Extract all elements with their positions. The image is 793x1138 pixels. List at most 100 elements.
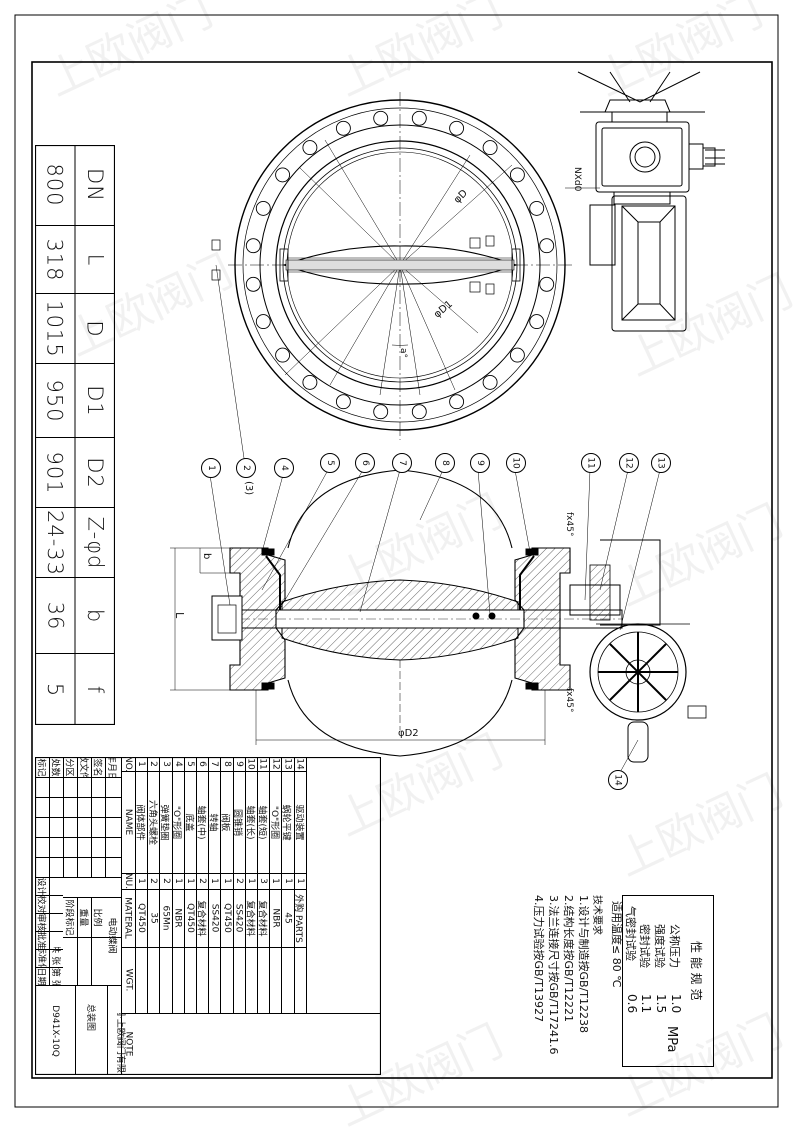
bom-item-qty: 1 xyxy=(245,878,256,884)
spec-row-1: 强度试验 xyxy=(653,924,666,968)
grid-line xyxy=(75,985,76,1075)
grid-line xyxy=(196,757,197,1013)
grid-line xyxy=(183,757,185,1013)
grid-line xyxy=(91,757,92,877)
grid-line xyxy=(35,817,121,818)
sign-row-label: 标准化 xyxy=(35,949,46,967)
bolt-hole xyxy=(529,200,545,216)
dimension-header: L xyxy=(82,253,107,267)
bom-item-qty: 1 xyxy=(294,878,305,884)
part-balloon: 10 xyxy=(506,453,526,473)
bom-item-no: 4 xyxy=(172,761,183,767)
bom-item-material: 外购 PARTS xyxy=(293,893,304,943)
bom-item-name: 轴套(中) xyxy=(196,804,206,840)
grid-line xyxy=(220,757,222,1013)
notes-line-3: 3.法兰连接尺寸按GB/T17241.6 xyxy=(547,895,560,1055)
dimension-header: b xyxy=(83,608,107,624)
sign-col-label: 签名 xyxy=(91,757,102,777)
grid-line xyxy=(91,897,92,985)
grid-line xyxy=(35,913,63,914)
bolt-hole xyxy=(449,394,465,410)
part-balloon: 5 xyxy=(320,453,340,473)
bom-item-material: 35 xyxy=(148,912,159,924)
sign-col-label: 分区 xyxy=(63,757,74,777)
grid-line xyxy=(305,757,307,1013)
part-balloon: 14 xyxy=(608,770,628,790)
dimension-header: D2 xyxy=(83,457,107,489)
dimension-header: D1 xyxy=(83,385,107,417)
dimension-value: 5 xyxy=(43,682,67,698)
bom-item-name: "O"形圈 xyxy=(269,805,279,839)
bolt-hole xyxy=(245,238,261,254)
dimension-header: f xyxy=(83,685,107,695)
sign-col-label: 处数 xyxy=(49,757,60,777)
grid-line xyxy=(35,967,63,968)
dimension-row: 950 D1 xyxy=(35,363,115,438)
bom-item-no: 14 xyxy=(294,758,305,770)
bom-item-no: 5 xyxy=(184,761,195,767)
balloon-3-label: (3) xyxy=(243,481,254,496)
bom-header: NAME xyxy=(123,808,133,836)
bolt-hole xyxy=(302,140,318,156)
bolt-hole xyxy=(509,347,525,363)
part-balloon: 4 xyxy=(274,458,294,478)
spec-block: 性 能 规 范 公称压力 强度试验 密封试验 气密封试验 1.0 1.5 1.1… xyxy=(610,895,714,1067)
spec-row-3: 气密封试验 xyxy=(624,906,637,961)
sheet-label: 共 张 第 张 xyxy=(49,947,60,985)
bolt-hole xyxy=(411,404,427,420)
bom-item-name: 六角头螺栓 xyxy=(147,799,157,845)
label-od2: φD2 xyxy=(398,728,419,739)
bom-item-qty: 1 xyxy=(282,878,293,884)
bom-item-qty: 2 xyxy=(233,878,244,884)
bom-item-qty: 2 xyxy=(197,878,208,884)
bom-item-material: NBR xyxy=(172,908,183,928)
bom-item-no: 7 xyxy=(209,761,220,767)
bom-item-name: 驱动装置 xyxy=(293,803,304,841)
bom-item-name: 轴套(长) xyxy=(244,804,255,840)
bolt-hole xyxy=(335,394,351,410)
grid-line xyxy=(135,757,136,1013)
grid-line xyxy=(35,837,121,838)
part-balloon: 1 xyxy=(201,458,221,478)
notes-title: 技术要求 xyxy=(591,895,602,935)
bolt-hole xyxy=(302,374,318,390)
bom-item-material: SS420 xyxy=(233,903,244,933)
bolt-hole xyxy=(255,314,271,330)
drawing-title: 电动蝶阀 xyxy=(106,916,117,954)
bom-item-name: 阀板 xyxy=(220,812,230,832)
bom-header: NU. xyxy=(123,873,133,889)
bolt-hole xyxy=(482,374,498,390)
grid-line xyxy=(257,757,258,1013)
bom-item-material: 复合材料 xyxy=(244,899,255,937)
bom-item-no: 12 xyxy=(270,758,281,770)
actuator-top xyxy=(565,71,725,332)
bom-item-no: 2 xyxy=(148,761,159,767)
label-chamfer-bottom: fx45° xyxy=(564,688,574,713)
bom-item-material: QT450 xyxy=(136,903,147,933)
grid-line xyxy=(159,757,161,1013)
bom-item-material: 65Mn xyxy=(160,905,171,931)
bom-item-qty: 3 xyxy=(258,878,269,884)
spec-val-3: 0.6 xyxy=(625,994,639,1014)
part-balloon: 9 xyxy=(470,453,490,473)
grid-line xyxy=(281,757,283,1013)
dimension-header: Z-φd xyxy=(83,516,107,570)
grid-line xyxy=(171,757,173,1013)
dimension-header: D xyxy=(82,320,107,338)
bom-item-name: 底盖 xyxy=(183,812,194,832)
outer-border xyxy=(14,14,779,1108)
bom-item-qty: 1 xyxy=(209,878,220,884)
model-number: D941X-10Q xyxy=(50,1005,61,1057)
bom-header: NO. xyxy=(123,757,133,771)
sign-row-label: 设计 xyxy=(35,877,46,895)
spec-val-2: 1.1 xyxy=(639,994,653,1014)
grid-line xyxy=(147,757,149,1013)
part-balloon: 2 xyxy=(236,458,256,478)
section-view xyxy=(170,469,707,763)
dimension-value: 950 xyxy=(43,379,67,423)
